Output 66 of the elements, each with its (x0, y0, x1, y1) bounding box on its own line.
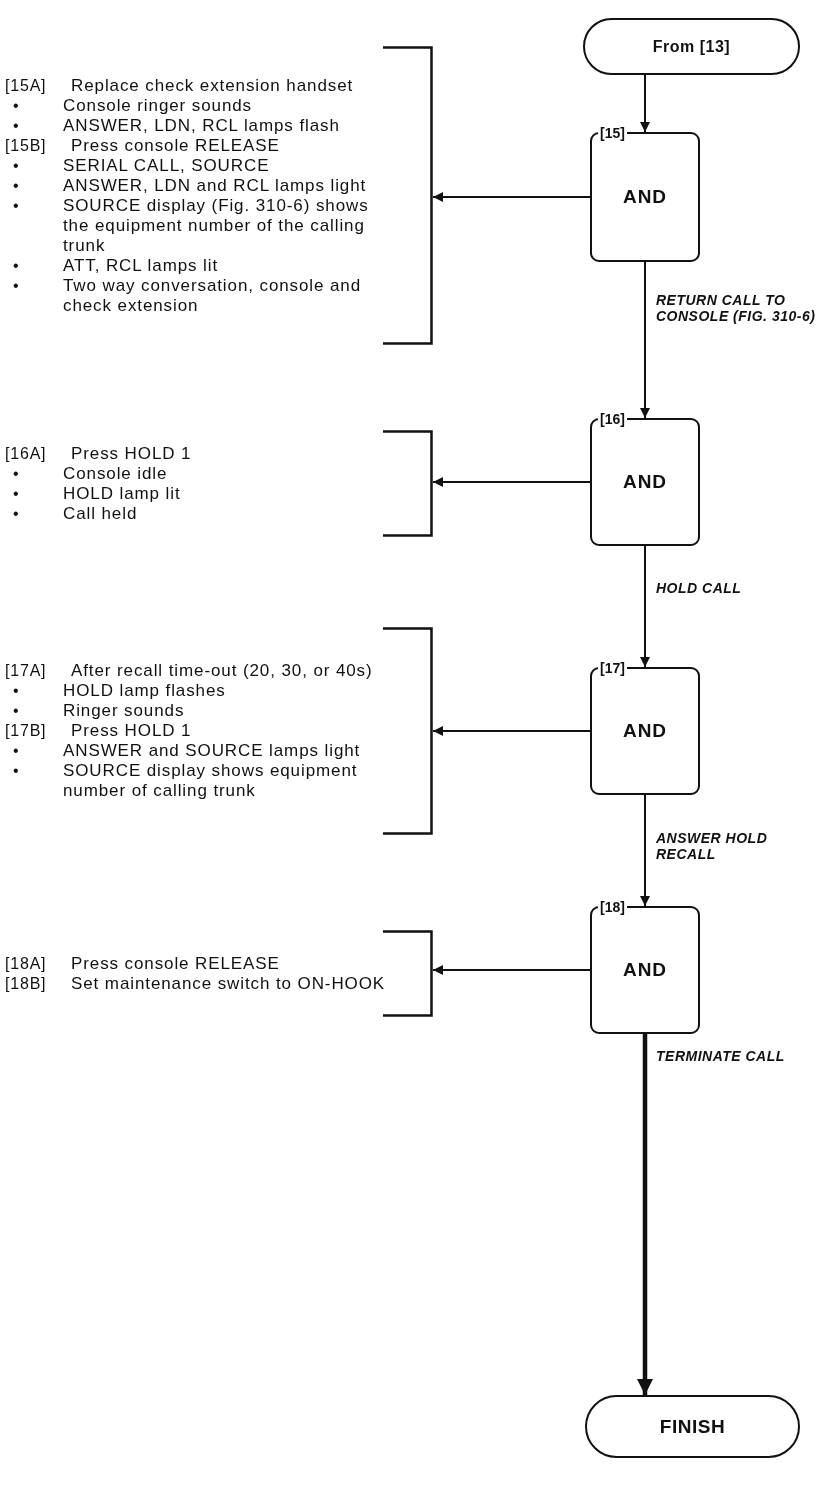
step-text: Press console RELEASE (71, 953, 281, 974)
bracket-note (5, 430, 433, 537)
list-bullet: • (12, 95, 21, 116)
step-text: HOLD lamp flashes (63, 681, 227, 701)
step-text: Ringer sounds (63, 701, 186, 721)
list-bullet: • (12, 115, 21, 136)
step-text: HOLD lamp lit (63, 483, 182, 504)
step-text: Console ringer sounds (63, 95, 253, 116)
step-number: [16] (598, 410, 627, 428)
step-label: [15A] (5, 75, 48, 96)
step-text: Replace check extension handset (71, 75, 355, 96)
list-bullet: • (12, 195, 21, 216)
step-number: [18] (598, 898, 627, 916)
step-text: Press HOLD 1 (71, 443, 193, 464)
step-text: ANSWER, LDN, RCL lamps flash (63, 115, 341, 136)
terminal-label: FINISH (659, 1415, 726, 1438)
step-text: SERIAL CALL, SOURCE (63, 155, 271, 176)
bracket-note (5, 46, 433, 345)
step-label: [16A] (5, 443, 48, 464)
arrow (640, 261, 650, 419)
list-bullet: • (12, 175, 21, 196)
gate-label: AND (622, 720, 668, 742)
step-text: ANSWER, LDN and RCL lamps light (63, 175, 368, 196)
arrow (432, 965, 591, 975)
step-label: [17B] (5, 721, 48, 741)
gate-label: AND (622, 471, 668, 493)
arrow (640, 74, 650, 133)
step-text: ATT, RCL lamps lit (63, 255, 220, 276)
step-number: [15] (598, 124, 627, 142)
terminal-pill (583, 18, 800, 75)
list-bullet: • (12, 741, 21, 761)
step-text: SOURCE display shows equipment number of calling trunk (63, 761, 359, 801)
list-bullet: • (12, 255, 21, 276)
step-text: Two way conversation, console and check extension (63, 275, 363, 316)
step-label: [15B] (5, 135, 48, 156)
list-bullet: • (12, 701, 21, 721)
gate-label: AND (622, 959, 668, 981)
list-bullet: • (12, 761, 21, 781)
step-text: Press HOLD 1 (71, 721, 193, 741)
list-bullet: • (12, 503, 21, 524)
list-bullet: • (12, 155, 21, 176)
step-text: Console idle (63, 463, 169, 484)
arrow (640, 794, 650, 907)
terminal-label: From [13] (652, 37, 731, 56)
list-bullet: • (12, 681, 21, 701)
list-bullet: • (12, 483, 21, 504)
step-number: [17] (598, 659, 627, 677)
step-label: [17A] (5, 661, 48, 681)
arrow (640, 545, 650, 668)
step-text: Press console RELEASE (71, 135, 281, 156)
bracket-note (5, 930, 433, 1017)
list-bullet: • (12, 275, 21, 296)
bracket-note (5, 627, 433, 835)
arrow (432, 726, 591, 736)
step-text: Set maintenance switch to ON-HOOK (71, 973, 387, 994)
arrow (636, 1034, 654, 1395)
step-text: Call held (63, 503, 139, 524)
list-bullet: • (12, 463, 21, 484)
step-label: [18B] (5, 973, 48, 994)
step-text: SOURCE display (Fig. 310-6) shows the equipment number of the calling trunk (63, 195, 370, 256)
arrow (432, 192, 591, 202)
step-label: [18A] (5, 953, 48, 974)
step-text: After recall time-out (20, 30, or 40s) (71, 661, 374, 681)
gate-label: AND (622, 186, 668, 208)
arrow (432, 477, 591, 487)
step-text: ANSWER and SOURCE lamps light (63, 741, 362, 761)
